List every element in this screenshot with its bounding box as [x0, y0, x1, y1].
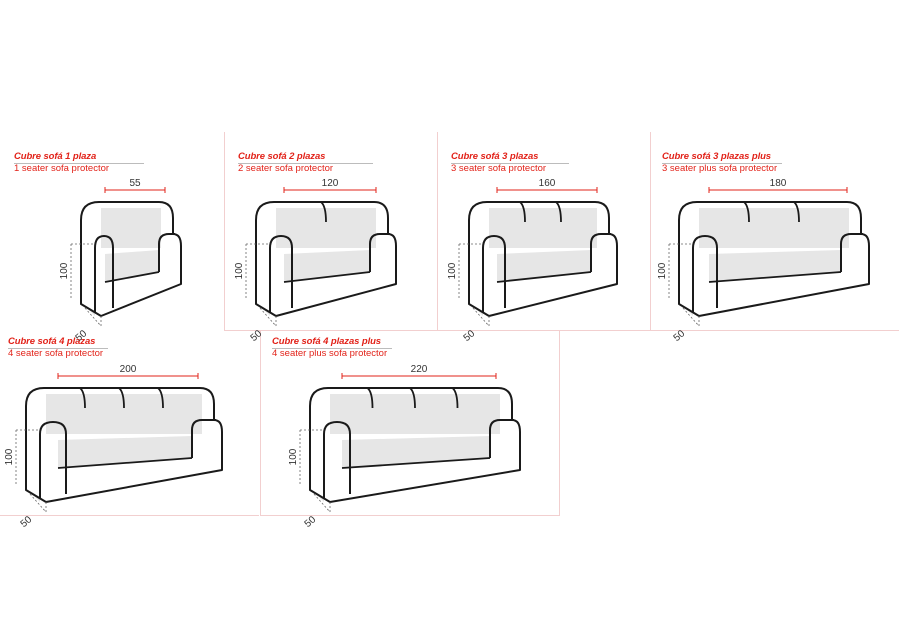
width-dimension-label: 220 [411, 364, 428, 375]
height-dimension-label: 100 [4, 448, 15, 465]
seat-front-edge [283, 271, 371, 283]
backrest-cover [276, 208, 376, 248]
height-dimension-label: 100 [447, 262, 458, 279]
right-arm [191, 419, 216, 458]
width-dimension-label: 160 [539, 178, 556, 189]
backrest-divider [451, 387, 459, 409]
sofa-4-seat-plus: 220 100 50 [288, 364, 521, 530]
panel-3-subtitle: 3 seater sofa protector [451, 163, 547, 174]
panel-1-title: Cubre sofá 1 plaza [14, 151, 97, 162]
depth-dimension-label: 50 [303, 514, 319, 530]
right-arm [158, 233, 175, 272]
seat-front-edge [496, 271, 592, 283]
panel-4-title: Cubre sofá 3 plazas plus [662, 151, 771, 162]
seat-front-edge [708, 271, 842, 283]
seat-front-edge [57, 457, 193, 469]
left-arm [692, 234, 718, 312]
width-dimension-label: 120 [322, 178, 339, 189]
panel-2-subtitle: 2 seater sofa protector [238, 163, 334, 174]
backrest-divider [519, 201, 526, 223]
depth-dimension-line [472, 307, 490, 327]
backrest-divider [555, 201, 562, 223]
panel-border-3 [437, 132, 650, 331]
width-dimension-label: 55 [129, 178, 141, 189]
panel-border-6 [260, 330, 560, 516]
right-arm [369, 233, 390, 272]
panel-6-rule [272, 348, 392, 349]
backrest-divider [366, 387, 374, 409]
width-dimension-label: 200 [120, 364, 137, 375]
backrest-divider [409, 387, 416, 409]
left-arm [94, 234, 114, 312]
panel-4-subtitle: 3 seater plus sofa protector [662, 163, 778, 174]
panel-5-title: Cubre sofá 4 plazas [8, 336, 96, 347]
left-arm [323, 420, 351, 498]
height-dimension-label: 100 [59, 262, 70, 279]
right-arm [840, 233, 863, 272]
depth-dimension-line [313, 493, 331, 513]
height-dimension-label: 100 [234, 262, 245, 279]
panel-5-rule [8, 348, 108, 349]
backrest-divider [320, 201, 327, 223]
left-arm [482, 234, 506, 312]
panel-border-2 [224, 132, 437, 331]
panel-2-title: Cubre sofá 2 plazas [238, 151, 326, 162]
backrest-divider [793, 201, 800, 223]
depth-dimension-line [84, 307, 102, 327]
width-dimension-label: 180 [770, 178, 787, 189]
left-arm [39, 420, 67, 498]
panel-5-subtitle: 4 seater sofa protector [8, 348, 104, 359]
panel-border-4 [650, 132, 899, 331]
right-arm [489, 419, 514, 458]
panel-4-rule [662, 163, 782, 164]
backrest-divider [118, 387, 125, 409]
panel-1-subtitle: 1 seater sofa protector [14, 163, 110, 174]
backrest-cover [699, 208, 849, 248]
backrest-divider [157, 387, 164, 409]
backrest-divider [743, 201, 750, 223]
backrest-divider [79, 387, 86, 409]
sofa-4-seat: 200 100 50 [4, 364, 223, 530]
height-dimension-label: 100 [288, 448, 299, 465]
depth-dimension-line [259, 307, 277, 327]
panel-border-5 [0, 330, 259, 516]
panel-1-rule [14, 163, 144, 164]
seat-front-edge [341, 457, 491, 469]
panel-2-rule [238, 163, 373, 164]
panel-3-title: Cubre sofá 3 plazas [451, 151, 539, 162]
left-arm [269, 234, 293, 312]
depth-dimension-line [29, 493, 47, 513]
height-dimension-label: 100 [657, 262, 668, 279]
backrest-cover [489, 208, 597, 248]
panel-3-rule [451, 163, 569, 164]
panel-6-title: Cubre sofá 4 plazas plus [272, 336, 381, 347]
panel-6-subtitle: 4 seater plus sofa protector [272, 348, 388, 359]
backrest-cover [101, 208, 161, 248]
depth-dimension-label: 50 [19, 514, 35, 530]
depth-dimension-line [682, 307, 700, 327]
right-arm [590, 233, 611, 272]
